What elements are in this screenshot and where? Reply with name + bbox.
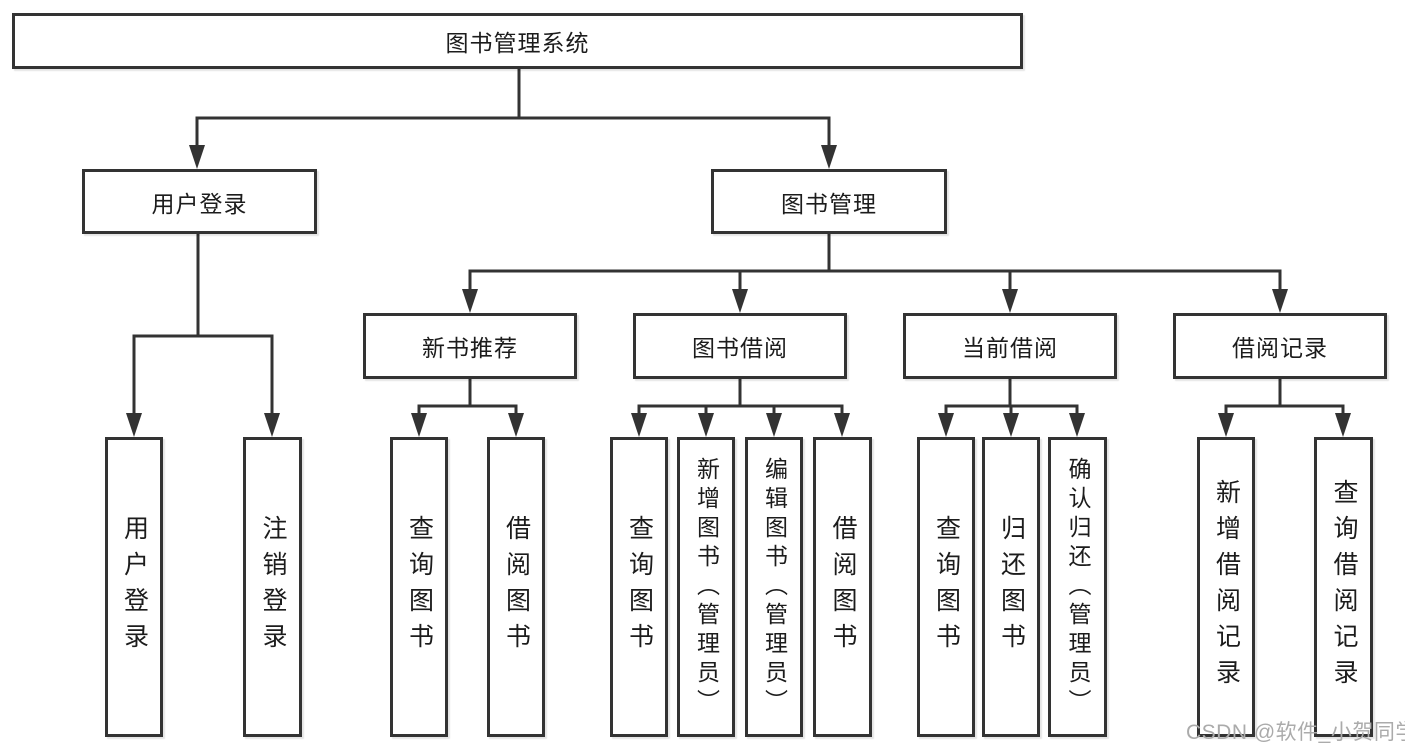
arrowhead [1335, 413, 1351, 437]
leaf-label: 查询图书 [405, 515, 434, 659]
arrowhead [508, 413, 524, 437]
leaf-borrow-books-borrowing: 借阅图书 [813, 437, 872, 737]
arrowhead [462, 289, 478, 313]
leaf-user-login: 用户登录 [105, 437, 163, 737]
arrowhead [1272, 289, 1288, 313]
leaf-label: 查询图书 [625, 515, 654, 659]
leaf-query-books-current: 查询图书 [917, 437, 975, 737]
connector-user-login-group [126, 234, 280, 437]
node-book-management: 图书管理 [711, 169, 947, 234]
node-label: 图书借阅 [692, 335, 788, 361]
leaf-label: 新增借阅记录 [1212, 479, 1241, 695]
leaf-add-borrow-record: 新增借阅记录 [1197, 437, 1255, 737]
arrowhead [1003, 413, 1019, 437]
leaf-confirm-return-admin: 确认归还（管理员） [1048, 437, 1107, 737]
arrowhead [834, 413, 850, 437]
leaf-label: 新增图书（管理员） [693, 456, 720, 718]
arrowhead [1002, 289, 1018, 313]
leaf-add-books-admin: 新增图书（管理员） [677, 437, 735, 737]
arrowhead [938, 413, 954, 437]
arrowhead [766, 413, 782, 437]
arrowhead [732, 289, 748, 313]
leaf-logout-login: 注销登录 [243, 437, 302, 737]
leaf-label: 查询图书 [932, 515, 961, 659]
node-library-management-system: 图书管理系统 [12, 13, 1023, 69]
arrowhead [1069, 413, 1085, 437]
node-book-borrowing: 图书借阅 [633, 313, 847, 379]
node-label: 新书推荐 [422, 335, 518, 361]
leaf-query-borrow-record: 查询借阅记录 [1314, 437, 1373, 737]
arrowhead [264, 413, 280, 437]
leaf-label: 编辑图书（管理员） [761, 456, 788, 718]
leaf-label: 确认归还（管理员） [1065, 456, 1091, 718]
leaf-label: 借阅图书 [829, 515, 857, 659]
node-label: 当前借阅 [962, 335, 1058, 361]
connector-root-to-level2 [189, 69, 837, 169]
leaf-borrow-books-recommend: 借阅图书 [487, 437, 545, 737]
arrowhead [1218, 413, 1234, 437]
node-borrowing-records: 借阅记录 [1173, 313, 1387, 379]
node-new-book-recommendation: 新书推荐 [363, 313, 577, 379]
connector-new-book-group [411, 379, 524, 437]
leaf-query-books-borrowing: 查询图书 [610, 437, 668, 737]
leaf-label: 借阅图书 [502, 515, 531, 659]
connector-book-borrowing-group [631, 379, 850, 437]
leaf-label: 注销登录 [259, 515, 287, 659]
leaf-return-books: 归还图书 [982, 437, 1040, 737]
arrowhead [411, 413, 427, 437]
arrowhead [631, 413, 647, 437]
node-label: 图书管理系统 [445, 30, 590, 56]
connector-book-management-to-level3 [462, 234, 1288, 313]
node-user-login: 用户登录 [82, 169, 317, 234]
node-label: 图书管理 [781, 190, 877, 217]
arrowhead [821, 145, 837, 169]
connector-current-borrowing-group [938, 379, 1085, 437]
arrowhead [698, 413, 714, 437]
leaf-edit-books-admin: 编辑图书（管理员） [745, 437, 803, 737]
node-label: 借阅记录 [1232, 335, 1328, 361]
arrowhead [189, 145, 205, 169]
node-current-borrowing: 当前借阅 [903, 313, 1117, 379]
node-label: 用户登录 [151, 190, 248, 217]
watermark-text: CSDN @软件_小贺同学 [1186, 721, 1405, 744]
leaf-label: 查询借阅记录 [1330, 479, 1358, 695]
leaf-label: 用户登录 [120, 515, 149, 659]
leaf-label: 归还图书 [997, 515, 1026, 659]
connector-borrowing-records-group [1218, 379, 1351, 437]
arrowhead [126, 413, 142, 437]
leaf-query-books-recommend: 查询图书 [390, 437, 448, 737]
